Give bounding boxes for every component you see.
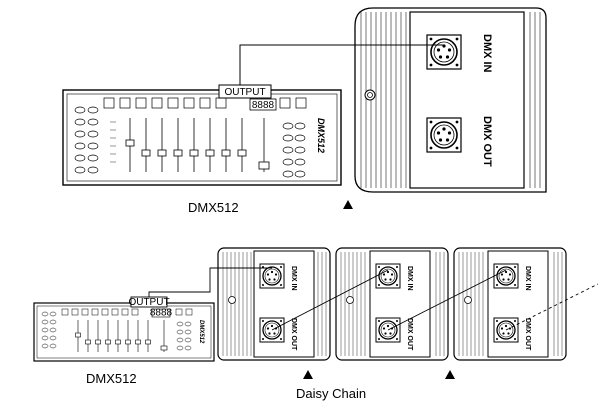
fixture-2-out-label: DMX OUT — [406, 318, 413, 351]
top-triangle-up-icon — [343, 200, 353, 209]
top-controller-brand: DMX512 — [316, 118, 326, 153]
fixture-2: DMX IN DMX OUT — [335, 247, 449, 361]
bottom-controller-label: DMX512 — [86, 371, 137, 386]
top-controller: 8888 DMX512 OUTPUT — [62, 84, 342, 186]
top-dmx-in-connector-icon — [426, 34, 462, 70]
fixture-3-dmx-in-connector-icon — [493, 263, 519, 289]
top-fixture-panel: DMX IN DMX OUT — [354, 7, 547, 193]
bottom-controller: 8888 DMX512 OUTPUT — [33, 296, 215, 362]
bottom-controller-brand: DMX512 — [198, 320, 204, 344]
top-dmx-in-label: DMX IN — [481, 34, 493, 73]
top-display-text: 8888 — [252, 100, 275, 111]
fixture-3: DMX IN DMX OUT — [453, 247, 567, 361]
fixture-3-in-label: DMX IN — [524, 266, 531, 291]
fixture-1-in-label: DMX IN — [290, 266, 297, 291]
bottom-right-triangle-up-icon — [445, 370, 455, 379]
top-dmx-out-connector-icon — [426, 117, 462, 153]
top-controller-label: DMX512 — [188, 200, 239, 215]
bottom-display-text: 8888 — [150, 308, 173, 319]
bottom-left-triangle-up-icon — [303, 370, 313, 379]
fixture-1: DMX IN DMX OUT — [217, 247, 331, 361]
fixture-2-in-label: DMX IN — [406, 266, 413, 291]
top-output-label: OUTPUT — [224, 87, 265, 98]
top-dmx-cable — [239, 44, 444, 87]
top-dmx-out-label: DMX OUT — [481, 116, 493, 167]
bottom-output-label: OUTPUT — [128, 297, 169, 308]
daisy-chain-cables — [148, 267, 599, 331]
fixture-3-out-label: DMX OUT — [524, 318, 531, 351]
fixture-2-dmx-in-connector-icon — [375, 263, 401, 289]
fixture-1-out-label: DMX OUT — [290, 318, 297, 351]
daisy-chain-label: Daisy Chain — [296, 386, 366, 401]
